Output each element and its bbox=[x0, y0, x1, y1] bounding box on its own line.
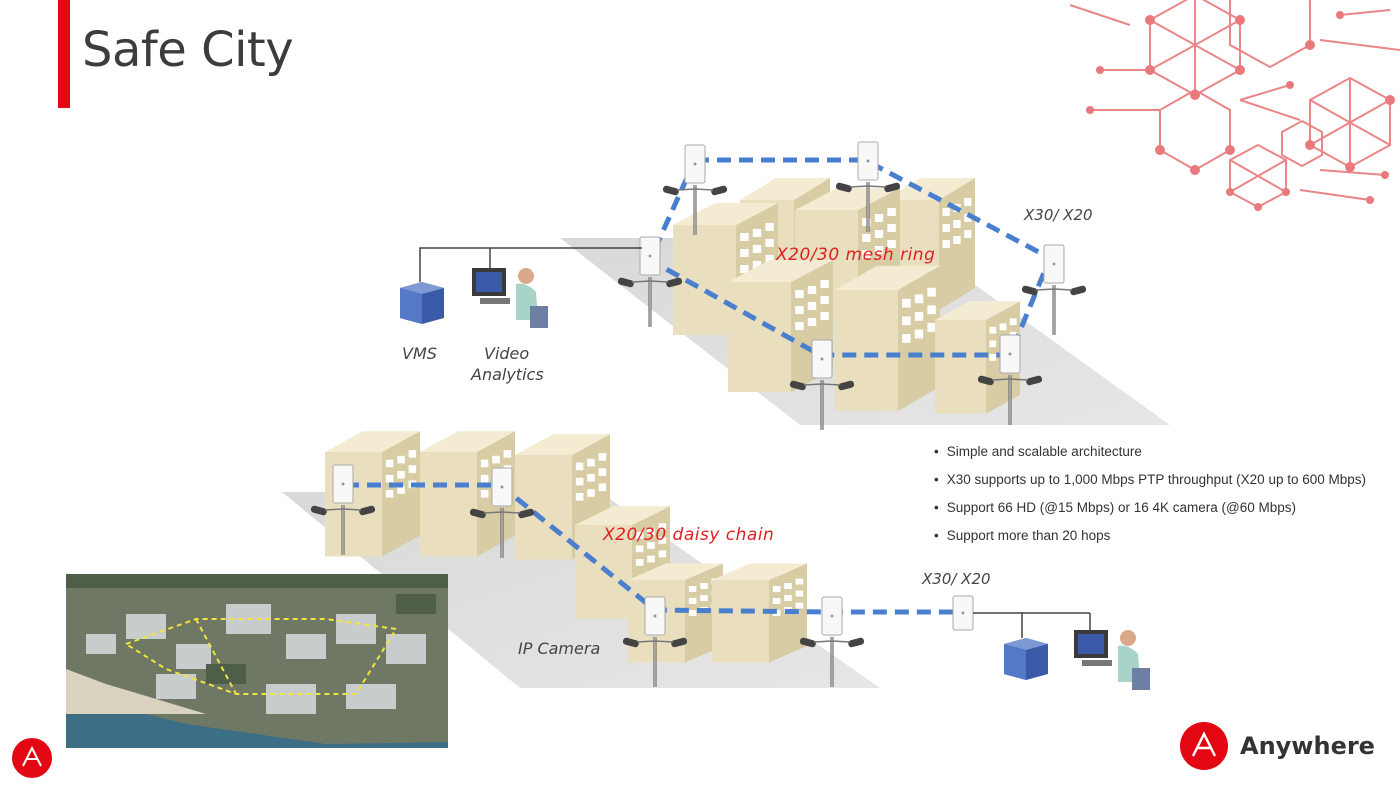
server-icon bbox=[400, 282, 444, 324]
feature-bullet-list: Simple and scalable architecture X30 sup… bbox=[934, 442, 1366, 554]
brand-logo: Anywhere bbox=[1230, 720, 1375, 772]
operator-workstation-icon bbox=[472, 268, 548, 328]
title-accent-bar bbox=[58, 0, 70, 108]
slide-title: Safe City bbox=[82, 22, 294, 78]
radio-antenna-icon bbox=[952, 595, 974, 631]
anywhere-logo-icon bbox=[1180, 722, 1228, 770]
bullet-item: X30 supports up to 1,000 Mbps PTP throug… bbox=[934, 470, 1366, 498]
backhaul-wire-top bbox=[419, 247, 642, 282]
brand-name: Anywhere bbox=[1240, 732, 1375, 760]
video-analytics-label-line1: Video bbox=[484, 344, 530, 363]
bullet-item: Simple and scalable architecture bbox=[934, 442, 1366, 470]
ip-camera-label: IP Camera bbox=[518, 639, 601, 658]
operator-workstation-icon bbox=[1074, 630, 1150, 690]
backhaul-wire-bottom bbox=[973, 612, 1023, 638]
aerial-map-photo bbox=[66, 574, 448, 748]
mesh-ring-label: X20/30 mesh ring bbox=[776, 245, 936, 265]
server-icon bbox=[1004, 638, 1048, 680]
radio-model-label-top: X30/ X20 bbox=[1024, 206, 1093, 224]
hexagon-pattern-nodes bbox=[1086, 11, 1395, 211]
bullet-item: Support 66 HD (@15 Mbps) or 16 4K camera… bbox=[934, 498, 1366, 526]
video-analytics-label-line2: Analytics bbox=[471, 365, 544, 384]
vms-label: VMS bbox=[402, 344, 437, 363]
bullet-item: Support more than 20 hops bbox=[934, 526, 1366, 554]
hexagon-pattern-decoration bbox=[1069, 0, 1400, 209]
daisy-chain-label: X20/30 daisy chain bbox=[603, 525, 775, 545]
anywhere-badge-icon bbox=[12, 738, 52, 778]
radio-model-label-bottom: X30/ X20 bbox=[922, 570, 991, 588]
